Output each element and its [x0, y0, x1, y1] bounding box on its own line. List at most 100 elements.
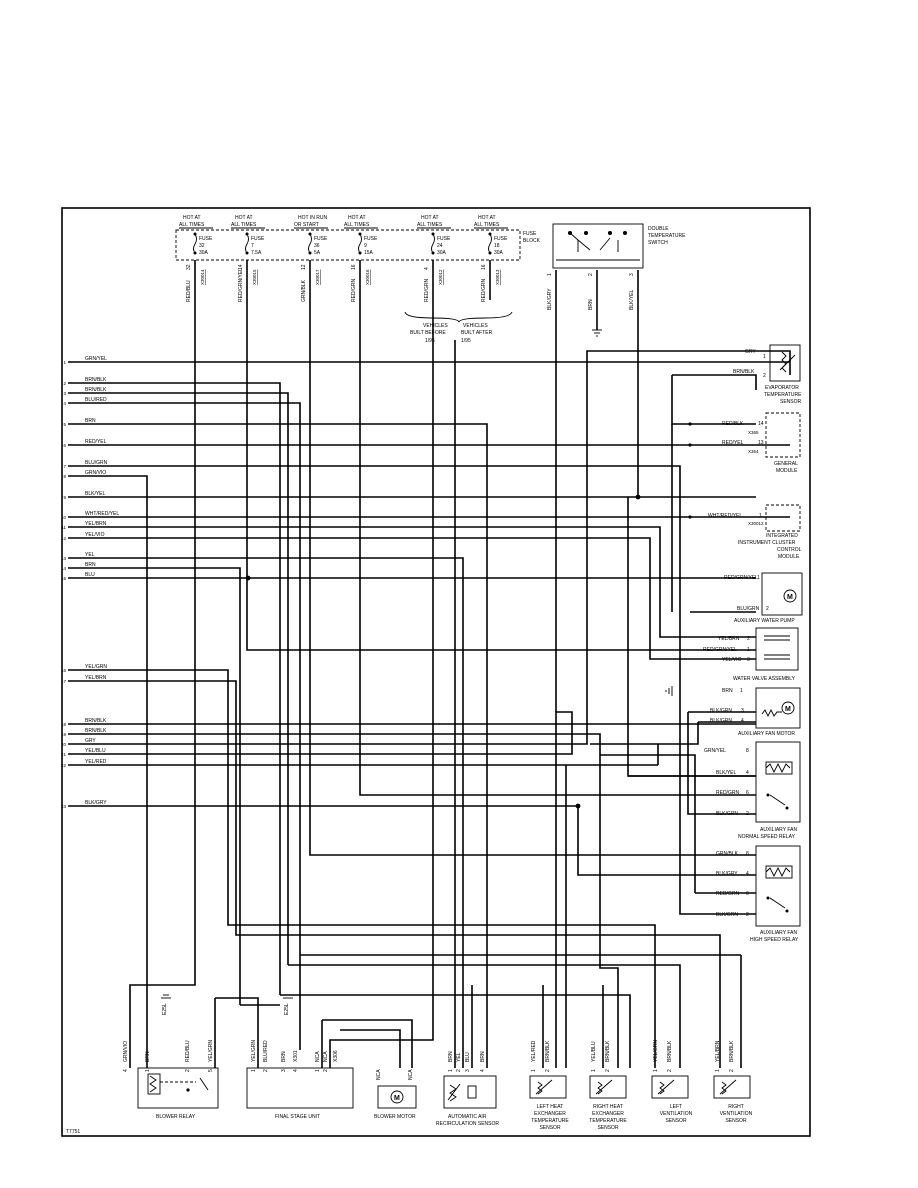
bm-side-2: NCA [408, 1069, 414, 1080]
svg-text:2: 2 [185, 1069, 191, 1072]
svg-text:X30015: X30015 [252, 269, 257, 285]
fuse-hot-2: ALL TIMES [179, 222, 205, 228]
ground-symbols [161, 329, 673, 999]
dts-pin: 2 [588, 273, 594, 276]
wire-rhe-2 [280, 994, 631, 1068]
fuse-amps: 5A [314, 250, 321, 256]
svg-text:BRN/BLK: BRN/BLK [85, 377, 107, 383]
svg-text:32: 32 [186, 264, 192, 270]
auto-air-recirculation-sensor: AUTOMATIC AIR RECIRCULATION SENSOR [436, 1075, 499, 1127]
wire-fuse-32 [129, 260, 196, 1068]
nsr-p3: 6 [746, 790, 749, 796]
svg-text:BRN: BRN [480, 1051, 486, 1062]
hsr-label-2: HIGH SPEED RELAY [750, 937, 799, 943]
fuse-amps: 30A [437, 250, 447, 256]
wire-bm-1 [322, 1019, 413, 1068]
wire-7 [68, 465, 756, 915]
diagram-frame [61, 207, 811, 1137]
svg-text:4: 4 [123, 1069, 129, 1072]
svg-text:BRN: BRN [448, 1051, 454, 1062]
vehicles-after-l1: VEHICLES [463, 323, 488, 329]
afm-w2: BLK/GRN [710, 708, 732, 714]
aars-label-2: RECIRCULATION SENSOR [436, 1121, 499, 1127]
svg-text:BRN/BLK: BRN/BLK [667, 1040, 673, 1062]
svg-text:RED/YEL: RED/YEL [85, 439, 107, 445]
wire-23 [68, 805, 756, 876]
svg-text:1: 1 [145, 1069, 151, 1072]
svg-text:8: 8 [63, 474, 66, 479]
svg-text:2: 2 [63, 381, 66, 386]
fuse-number: 7 [251, 243, 254, 249]
wire-afm-gry [590, 722, 699, 745]
fuse-word: FUSE [437, 236, 451, 242]
svg-text:RED/GRN: RED/GRN [424, 279, 430, 302]
svg-text:1: 1 [315, 1069, 321, 1072]
evaporator-temperature-sensor: GRY 1 BRN/BLK 2 EVAPORATOR TEMPERATURE S… [733, 344, 802, 405]
nsr-p2: 4 [746, 770, 749, 776]
svg-text:X30016: X30016 [365, 269, 370, 285]
svg-text:BLK/YEL: BLK/YEL [85, 491, 106, 497]
fuse-hot-1: HOT AT [235, 215, 253, 221]
afm-w1: BRN [722, 688, 733, 694]
wva-label: WATER VALVE ASSEMBLY [733, 676, 796, 682]
svg-text:RED/GRN: RED/GRN [351, 279, 357, 302]
svg-text:BRN: BRN [85, 562, 96, 568]
svg-text:RED/BLU: RED/BLU [185, 1040, 191, 1062]
svg-text:6: 6 [63, 443, 66, 448]
lvs-label-2: VENTILATION [660, 1111, 693, 1117]
svg-text:3: 3 [281, 1069, 287, 1072]
icc-label-4: MODULE [778, 554, 800, 560]
svg-text:2: 2 [456, 1069, 462, 1072]
svg-text:BRN/BLK: BRN/BLK [545, 1040, 551, 1062]
svg-text:4: 4 [293, 1069, 299, 1072]
fuse-hot-2: OR START [294, 222, 319, 228]
hsr-w4: BLK/GRN [716, 912, 738, 918]
svg-text:GRN/VIO: GRN/VIO [123, 1041, 129, 1062]
wire-3 [68, 392, 289, 965]
gm-w1: RED/BLK [722, 421, 744, 427]
wire-8 [68, 475, 148, 1068]
fuse-hot-2: ALL TIMES [231, 222, 257, 228]
wire-fuse-24 [329, 260, 434, 1068]
fuse-amps: 30A [199, 250, 209, 256]
afm-p2: 3 [741, 708, 744, 714]
icc-label-2: INSTRUMENT CLUSTER [738, 540, 796, 546]
icc-c1: X30012 [748, 521, 764, 526]
fuse-hot-1: HOT AT [348, 215, 366, 221]
wire-21 [68, 711, 573, 1068]
wire-17 [68, 680, 721, 1068]
svg-text:YEL: YEL [85, 552, 95, 558]
icc-p1: 1 [759, 513, 762, 519]
evap-label-1: EVAPORATOR [765, 385, 799, 391]
wire-gm-link [671, 375, 756, 425]
rhe-label-3: TEMPERATURE [589, 1118, 627, 1124]
left-wire-8: 8 GRN/VIO [63, 470, 106, 479]
hsr-w1: GRN/BLK [716, 851, 739, 857]
svg-text:16: 16 [351, 264, 357, 270]
svg-text:GRN/VIO: GRN/VIO [85, 470, 106, 476]
svg-text:7: 7 [63, 464, 66, 469]
dts-wire-color: BRN [588, 299, 594, 310]
nsr-p1: 8 [746, 748, 749, 754]
svg-text:5: 5 [63, 422, 66, 427]
wire-afm-nsr [687, 712, 756, 815]
svg-text:GRN/BLK: GRN/BLK [301, 279, 307, 302]
fuse-number: 24 [437, 243, 443, 249]
wva-w1: YEL/BRN [718, 636, 740, 642]
